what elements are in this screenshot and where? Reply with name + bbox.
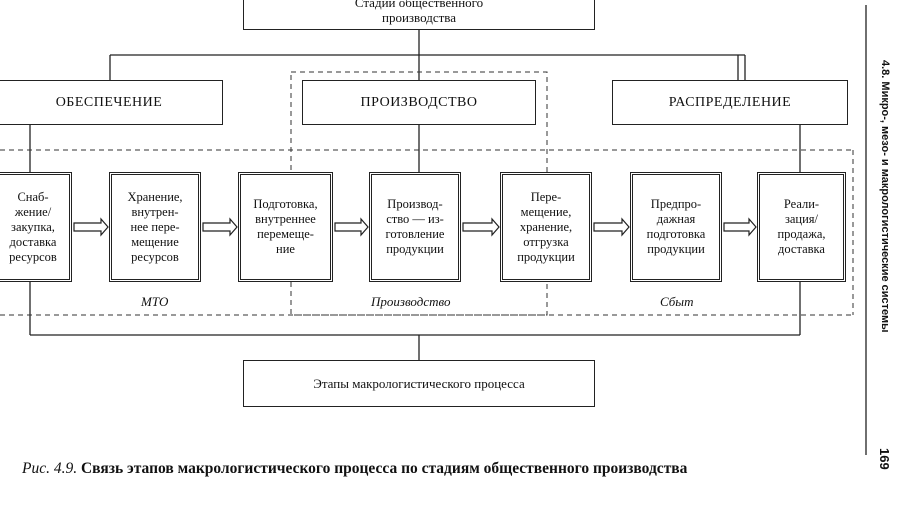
bottom-stages-label: Этапы макрологистического процесса [313, 376, 525, 391]
flow-arrow [593, 217, 630, 237]
step-label: Хранение, внутрен- нее пере- мещение рес… [127, 189, 183, 264]
caption-text: Связь этапов макрологистического процесс… [80, 460, 688, 477]
top-stages-box: Стадии общественного производства [243, 0, 595, 30]
step-movement: Пере- мещение, хранение, отгрузка продук… [500, 172, 592, 282]
flow-arrow [723, 217, 757, 237]
flow-arrow [334, 217, 369, 237]
step-storage: Хранение, внутрен- нее пере- мещение рес… [109, 172, 201, 282]
group-label-sales: Сбыт [660, 294, 694, 309]
step-label: Пере- мещение, хранение, отгрузка продук… [517, 189, 575, 264]
step-label: Реали- зация/ продажа, доставка [777, 197, 826, 256]
flow-arrow [462, 217, 500, 237]
stage-production-box: ПРОИЗВОДСТВО [302, 80, 536, 125]
stage-supply-box: ОБЕСПЕЧЕНИЕ [0, 80, 223, 125]
step-manufacturing: Производ- ство — из- готовление продукци… [369, 172, 461, 282]
group-label-mto: МТО [141, 294, 169, 309]
page-number: 169 [877, 448, 892, 470]
stage-distribution-box: РАСПРЕДЕЛЕНИЕ [612, 80, 848, 125]
group-label-production: Производство [371, 294, 451, 309]
bottom-stages-box: Этапы макрологистического процесса [243, 360, 595, 407]
step-label: Подготовка, внутреннее перемеще- ние [253, 197, 318, 256]
step-realization: Реали- зация/ продажа, доставка [757, 172, 846, 282]
step-label: Производ- ство — из- готовление продукци… [385, 197, 445, 256]
stage-distribution-label: РАСПРЕДЕЛЕНИЕ [668, 94, 792, 110]
flow-arrow [202, 217, 238, 237]
caption-prefix: Рис. 4.9. [22, 460, 78, 477]
flow-arrow [73, 217, 109, 237]
running-header: 4.8. Микро-, мезо- и макрологистические … [879, 60, 891, 333]
step-supply: Снаб- жение/ закупка, доставка ресурсов [0, 172, 72, 282]
step-label: Предпро- дажная подготовка продукции [646, 197, 706, 256]
stage-supply-label: ОБЕСПЕЧЕНИЕ [55, 94, 163, 110]
stage-production-label: ПРОИЗВОДСТВО [360, 94, 478, 110]
top-stages-label: Стадии общественного производства [354, 0, 484, 25]
step-preparation: Подготовка, внутреннее перемеще- ние [238, 172, 333, 282]
step-label: Снаб- жение/ закупка, доставка ресурсов [9, 189, 57, 264]
step-presale: Предпро- дажная подготовка продукции [630, 172, 722, 282]
figure-caption: Рис. 4.9. Связь этапов макрологистическо… [22, 460, 687, 478]
